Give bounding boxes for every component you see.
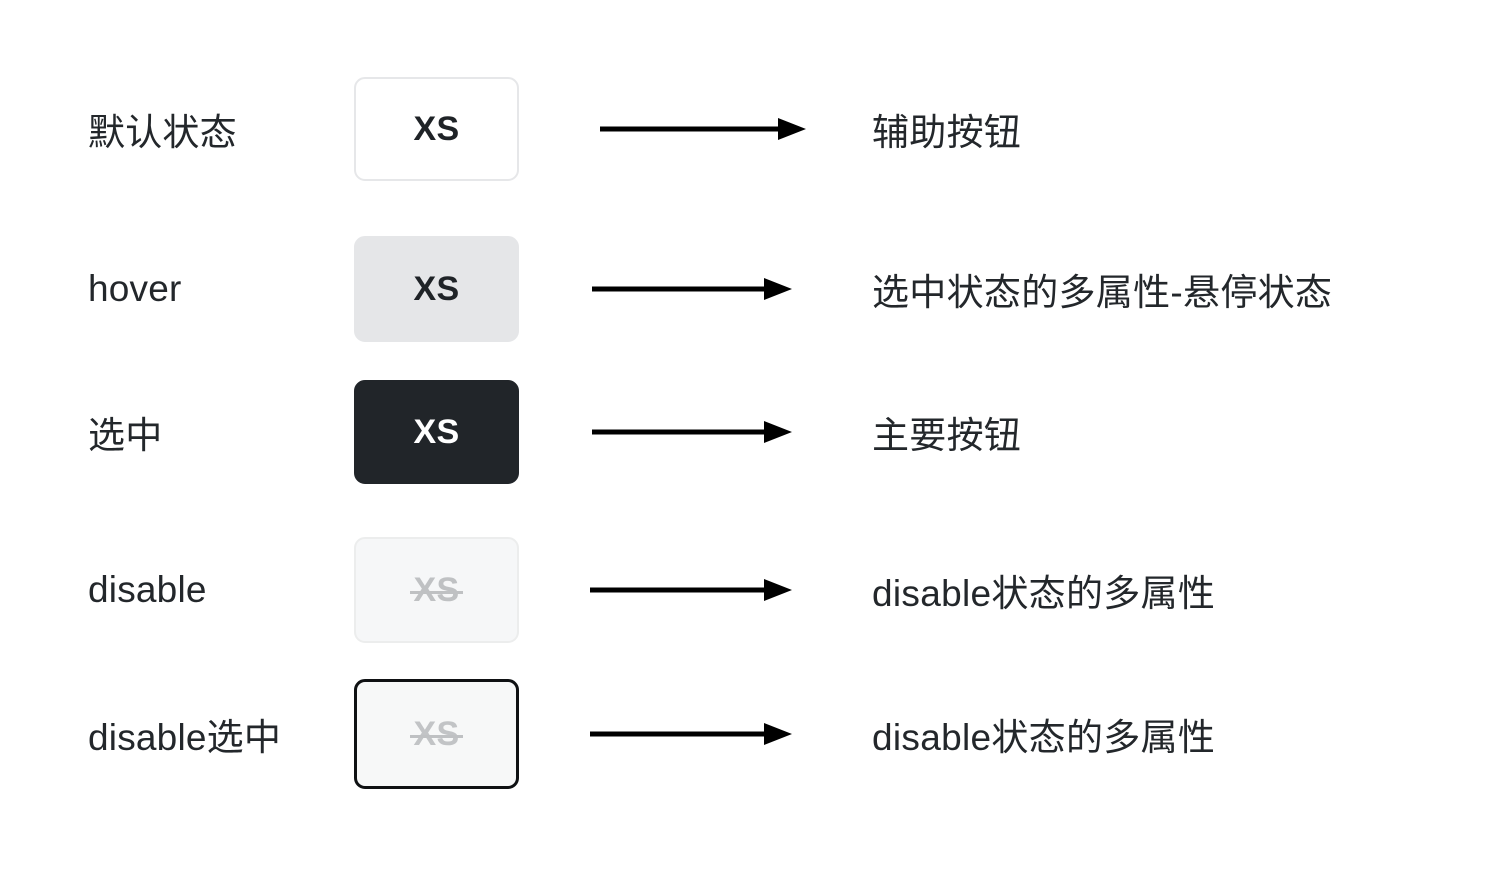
arrow-right-icon-row-disable	[590, 538, 792, 642]
note-selected: 主要按钮	[872, 415, 1022, 456]
button-disable: XS	[354, 537, 519, 643]
note-disable: disable状态的多属性	[872, 573, 1216, 614]
button-selected[interactable]: XS	[354, 380, 519, 484]
spec-row-default: 默认状态 XS 辅助按钮	[0, 77, 1498, 181]
button-default[interactable]: XS	[354, 77, 519, 181]
state-label-hover: hover	[88, 268, 182, 309]
button-disable-label: XS	[409, 570, 464, 609]
button-hover-label: XS	[413, 269, 460, 308]
state-label-disable-selected: disable选中	[88, 717, 282, 758]
spec-row-hover: hover XS 选中状态的多属性-悬停状态	[0, 236, 1498, 342]
arrow-right-icon-row-default	[600, 77, 806, 181]
spec-row-disable-selected: disable选中 XS disable状态的多属性	[0, 679, 1498, 789]
arrow-right-icon-row-disable-selected	[590, 679, 792, 789]
chip-wrapper-disable: XS	[354, 537, 519, 643]
note-hover: 选中状态的多属性-悬停状态	[872, 272, 1333, 313]
button-selected-label: XS	[413, 412, 460, 451]
state-label-selected: 选中	[88, 415, 163, 456]
note-default: 辅助按钮	[872, 112, 1022, 153]
chip-wrapper-default: XS	[354, 77, 519, 181]
spec-row-disable: disable XS disable状态的多属性	[0, 537, 1498, 643]
state-label-disable: disable	[88, 569, 207, 610]
arrow-right-icon-row-hover	[592, 236, 792, 342]
chip-wrapper-selected: XS	[354, 380, 519, 484]
spec-row-selected: 选中 XS 主要按钮	[0, 380, 1498, 484]
button-hover[interactable]: XS	[354, 236, 519, 342]
note-disable-selected: disable状态的多属性	[872, 717, 1216, 758]
state-label-default: 默认状态	[88, 112, 237, 153]
button-disable-selected: XS	[354, 679, 519, 789]
button-disable-selected-label: XS	[409, 714, 464, 753]
chip-wrapper-disable-selected: XS	[354, 679, 519, 789]
chip-wrapper-hover: XS	[354, 236, 519, 342]
button-default-label: XS	[413, 109, 460, 148]
arrow-right-icon-row-selected	[592, 380, 792, 484]
